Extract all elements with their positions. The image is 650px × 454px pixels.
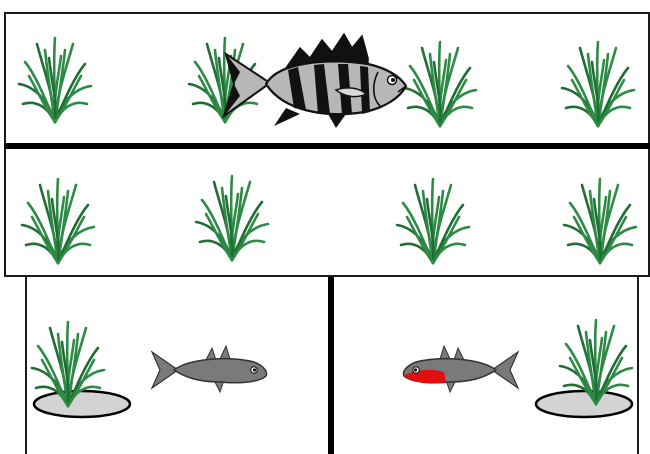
seagrass-icon bbox=[15, 34, 95, 124]
red-stickleback-icon bbox=[398, 346, 520, 394]
gray-stickleback-icon bbox=[150, 346, 272, 394]
middle-panel bbox=[4, 149, 650, 277]
striped-perch-icon bbox=[218, 28, 413, 133]
seagrass-icon bbox=[393, 175, 473, 265]
seagrass-icon bbox=[560, 175, 640, 265]
seagrass-icon bbox=[558, 38, 638, 128]
seagrass-icon bbox=[28, 318, 108, 408]
seagrass-icon bbox=[18, 175, 98, 265]
seagrass-icon bbox=[192, 172, 272, 262]
seagrass-icon bbox=[556, 316, 636, 406]
